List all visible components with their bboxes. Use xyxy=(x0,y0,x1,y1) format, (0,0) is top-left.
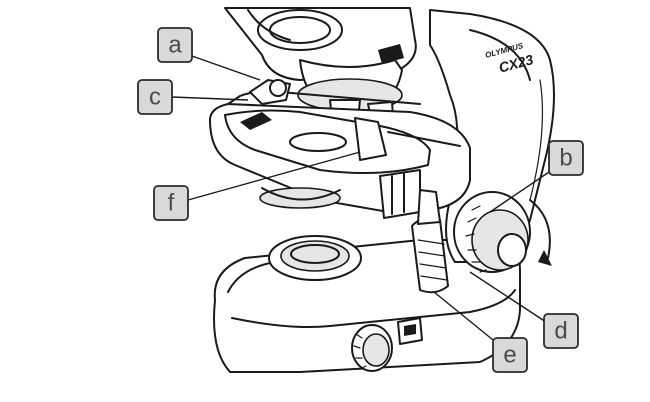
callout-a-label: a xyxy=(168,32,182,59)
leader-d xyxy=(469,271,547,323)
leader-c xyxy=(171,96,249,101)
leader-lines xyxy=(171,55,553,345)
light-port xyxy=(268,235,362,281)
callout-d: d xyxy=(543,313,579,349)
leader-e xyxy=(433,291,499,345)
leader-b xyxy=(489,169,553,213)
callout-c: c xyxy=(137,79,173,115)
callout-e: e xyxy=(492,337,528,373)
mechanical-stage xyxy=(209,79,471,219)
leader-f xyxy=(187,151,361,201)
callout-a: a xyxy=(157,27,193,63)
light-intensity-dial xyxy=(351,324,393,372)
callout-b: b xyxy=(548,140,584,176)
callout-b-label: b xyxy=(559,145,572,172)
callout-c-label: c xyxy=(149,84,161,111)
callout-f-label: f xyxy=(168,190,175,217)
condenser xyxy=(259,187,341,209)
stage-control-knob xyxy=(411,189,449,294)
callout-f: f xyxy=(153,185,189,221)
power-switch xyxy=(397,317,423,345)
focus-knob xyxy=(453,191,552,273)
leader-a xyxy=(191,55,261,81)
callout-d-label: d xyxy=(554,318,567,345)
callout-e-label: e xyxy=(503,342,516,369)
microscope-head xyxy=(224,7,417,81)
